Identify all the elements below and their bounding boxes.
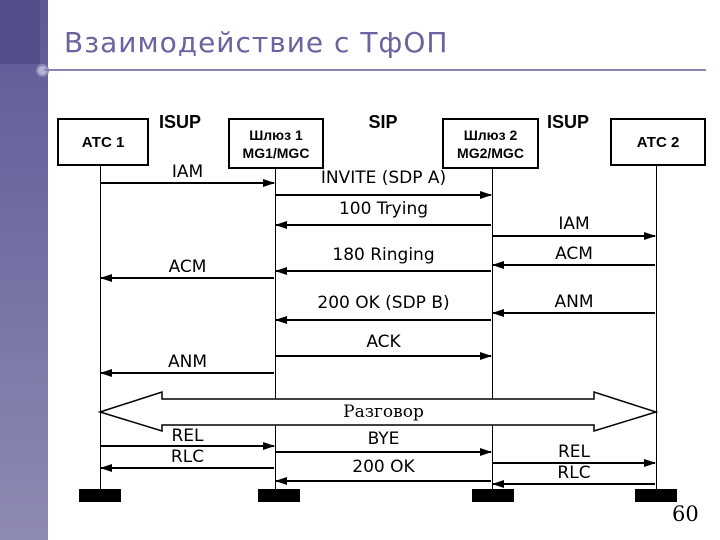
endpoint-bar-atc2 [635,489,677,502]
message-arrow-100-trying [276,224,491,226]
title-rule [44,69,706,71]
message-label-180-ringing: 180 Ringing [332,245,435,265]
endpoint-bar-atc1 [79,489,121,502]
message-label-acm-left: ACM [168,257,207,277]
message-arrow-200-ok-sdp-b [276,319,491,321]
node-box-atc1: АТС 1 [57,118,149,166]
message-arrow-200-ok [276,480,491,482]
protocol-label-sip: SIP [368,112,398,132]
node-box-gateway1: Шлюз 1 MG1/MGC [228,118,324,169]
protocol-label-isup-right: ISUP [546,112,589,132]
endpoint-bar-gateway1 [258,489,300,502]
message-arrow-rlc-right [493,483,655,485]
message-arrow-acm-left [101,277,274,279]
message-label-ack: ACK [366,332,401,352]
lifeline-atc1 [99,162,101,490]
endpoint-bar-gateway2 [472,489,514,502]
message-label-rlc-left: RLC [170,447,205,467]
message-arrow-acm-right [493,264,655,266]
message-label-iam-right: IAM [558,214,590,234]
node-sublabel-gateway2: MG2/MGC [457,144,524,161]
message-label-acm-right: ACM [555,244,593,264]
node-sublabel-gateway1: MG1/MGC [242,144,310,161]
conversation-label: Разговор [343,402,424,422]
message-arrow-rel-right [493,462,655,464]
node-box-gateway2: Шлюз 2 MG2/MGC [442,118,539,169]
message-label-200-ok: 200 OK [352,457,415,477]
page-number: 60 [672,502,699,526]
node-label-atc1: АТС 1 [81,133,125,151]
sidebar-corner-block [0,0,40,64]
message-label-anm-left: ANM [167,352,207,372]
message-label-invite: INVITE (SDP A) [320,168,447,188]
message-label-200-ok-sdp-b: 200 OK (SDP B) [317,293,450,313]
message-label-iam-left: IAM [171,162,204,182]
conversation-arrow [97,390,659,433]
lifeline-gateway2 [491,165,493,490]
slide-title: Взаимодействие с ТфОП [64,26,449,59]
message-label-rel-left: REL [171,426,204,446]
message-arrow-invite [276,194,491,196]
node-label-gateway2: Шлюз 2 [463,126,518,143]
message-arrow-bye [276,451,491,453]
node-label-atc2: АТС 2 [636,133,680,151]
message-arrow-180-ringing [276,270,491,272]
message-arrow-iam-left [101,182,274,184]
message-arrow-rlc-left [101,467,274,469]
sidebar-accent-bar [0,0,48,540]
node-label-gateway1: Шлюз 1 [249,126,303,143]
message-arrow-anm-right [493,312,655,314]
lifeline-atc2 [655,162,657,490]
message-arrow-anm-left [101,372,274,374]
message-label-rel-right: REL [557,442,591,462]
message-arrow-rel-left [101,445,274,447]
lifeline-gateway1 [274,165,276,490]
message-label-bye: BYE [367,429,400,449]
message-label-anm-right: ANM [554,292,594,312]
message-label-100-trying: 100 Trying [338,199,429,219]
node-box-atc2: АТС 2 [610,118,706,166]
message-arrow-ack [276,355,491,357]
message-label-rlc-right: RLC [557,463,591,483]
protocol-label-isup-left: ISUP [158,112,201,132]
message-arrow-iam-right [493,235,655,237]
